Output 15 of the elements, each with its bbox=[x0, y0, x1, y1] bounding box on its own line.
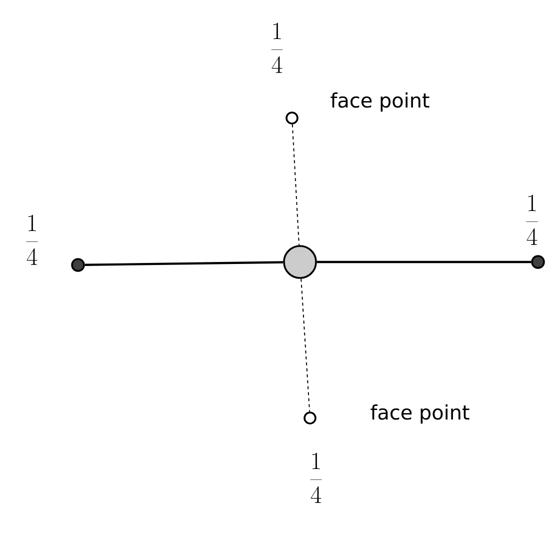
dashed-line bbox=[292, 124, 300, 246]
point-label: face point bbox=[370, 404, 470, 424]
vertex-point bbox=[71, 258, 85, 272]
dashed-line bbox=[300, 278, 310, 412]
point-label: face point bbox=[330, 92, 430, 112]
vertex-point bbox=[531, 255, 545, 269]
vertex-point bbox=[304, 412, 316, 424]
edge-line bbox=[316, 260, 532, 264]
weight-fraction: $\frac{1}{4}$ bbox=[310, 452, 322, 503]
weight-fraction: $\frac{1}{4}$ bbox=[526, 194, 538, 245]
edge-line bbox=[84, 261, 284, 266]
vertex-point bbox=[286, 112, 298, 124]
vertex-point bbox=[283, 245, 317, 279]
weight-fraction: $\frac{1}{4}$ bbox=[26, 214, 38, 265]
weight-fraction: $\frac{1}{4}$ bbox=[271, 22, 283, 73]
